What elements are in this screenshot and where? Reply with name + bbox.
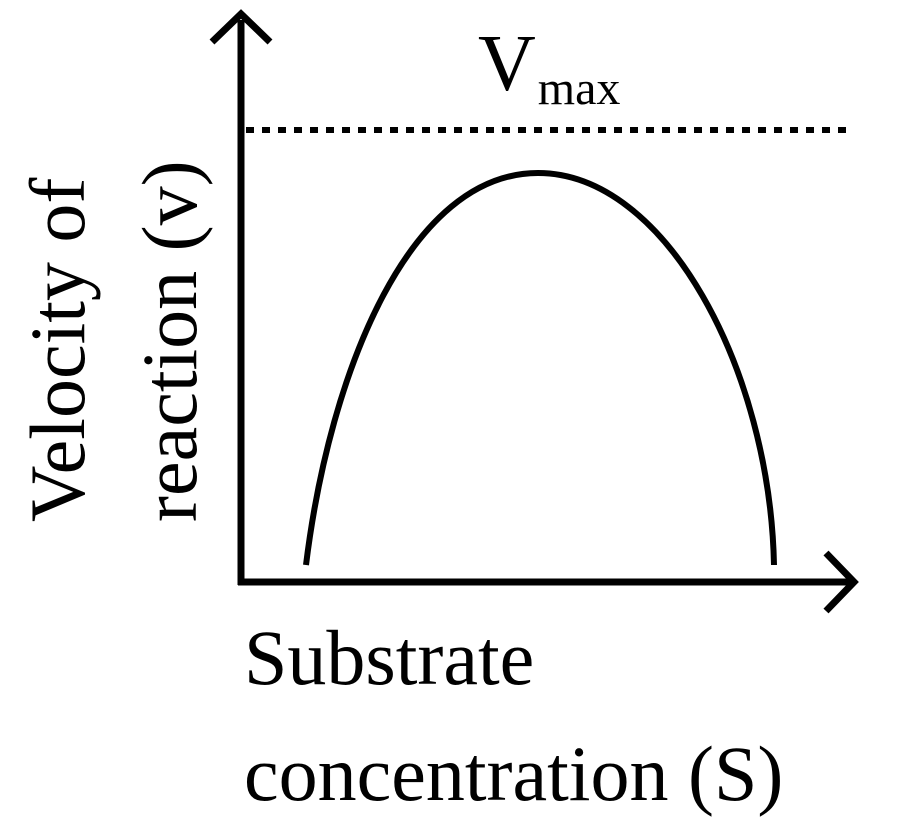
velocity-curve [303, 169, 777, 566]
vmax-label-subscript: max [538, 62, 621, 115]
x-axis-label-line2: concentration (S) [244, 730, 783, 817]
y-axis-arrowhead [209, 9, 273, 45]
vmax-label-main: V [478, 20, 536, 108]
y-axis-label-line1: Velocity of [14, 178, 101, 522]
y-axis-label-line2: reaction (v) [126, 160, 213, 522]
y-axis-label: Velocity of reaction (v) [14, 160, 213, 522]
vmax-label: Vmax [478, 20, 620, 115]
x-axis-label-line1: Substrate [244, 614, 534, 701]
x-axis-arrowhead [823, 550, 859, 614]
